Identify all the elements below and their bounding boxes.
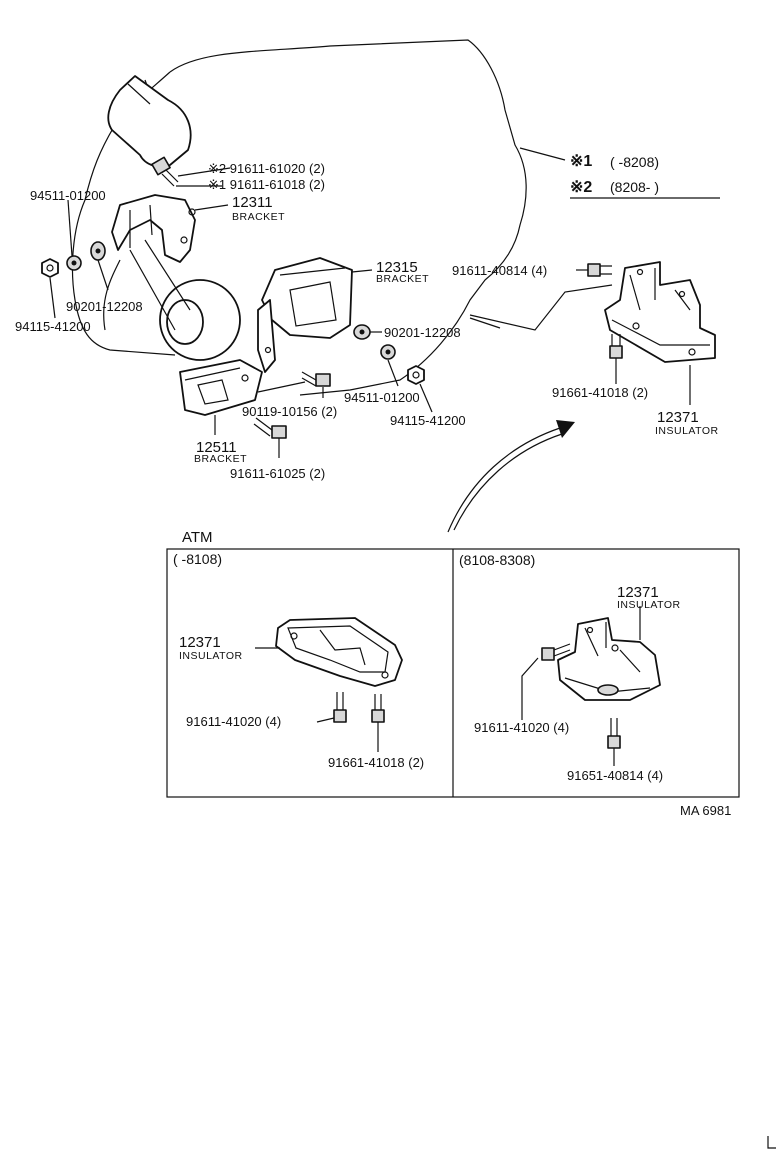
bolt-top — [151, 156, 231, 187]
label-washer-left: 94511-01200 — [30, 188, 106, 203]
atm-right-insulator — [557, 606, 661, 701]
atm-right-bolt-a — [521, 643, 571, 720]
atm-left-insulator — [255, 617, 403, 687]
legend: ※1 ( -8208) ※2 (8208- ) — [570, 153, 720, 199]
bracket-12311 — [111, 194, 229, 263]
label-bolt-top-1: ※2 91611-61020 (2) — [208, 161, 325, 176]
label-bolt-top-2: ※1 91611-61018 (2) — [208, 177, 325, 192]
label-bolt-right: 91611-40814 (4) — [452, 263, 547, 278]
atm-left-bolt-a — [316, 692, 347, 723]
label-bolt-right-low: 91661-41018 (2) — [552, 385, 648, 400]
label-insulator-right-num: 12371 — [657, 409, 699, 426]
bracket-12315 — [257, 257, 373, 373]
label-washer-mid2: 94511-01200 — [344, 390, 420, 405]
nut-left — [41, 258, 59, 319]
atm-right-insulator-name: INSULATOR — [617, 599, 681, 611]
bolt-low — [253, 417, 287, 458]
label-bracket-left-name: BRACKET — [232, 211, 285, 223]
curved-arrow — [447, 420, 575, 533]
bolt-right — [576, 263, 612, 277]
washer-mid — [353, 324, 382, 340]
washer-left — [66, 199, 82, 271]
label-insulator-right-name: INSULATOR — [655, 425, 719, 437]
label-nut-left: 94115-41200 — [15, 319, 91, 334]
bracket-12511 — [179, 359, 306, 435]
atm-left-bolt-b — [371, 694, 385, 752]
atm-right-range: (8108-8308) — [459, 552, 535, 568]
atm-left-bolt-b-label: 91661-41018 (2) — [328, 755, 424, 770]
insulator-right — [604, 261, 716, 363]
washer-mid2 — [380, 344, 399, 387]
label-washer-mid: 90201-12208 — [384, 325, 461, 340]
note2-mark: ※2 — [570, 179, 592, 196]
atm-left-range: ( -8108) — [173, 551, 222, 567]
label-bracket-mid-num: 12315 — [376, 259, 418, 276]
note2-range: (8208- ) — [610, 179, 659, 195]
atm-right-insulator-num: 12371 — [617, 584, 659, 601]
corner-mark — [767, 1136, 776, 1149]
transmission-body — [103, 239, 241, 361]
label-bracket-mid-name: BRACKET — [376, 273, 429, 285]
atm-right-bolt-b-label: 91651-40814 (4) — [567, 768, 663, 783]
note1-range: ( -8208) — [610, 154, 659, 170]
label-bracket-low-name: BRACKET — [194, 453, 247, 465]
atm-title: ATM — [182, 529, 213, 546]
atm-right-bolt-b — [607, 718, 621, 766]
label-bracket-left-num: 12311 — [232, 194, 273, 211]
drawing-code: MA 6981 — [680, 803, 731, 818]
atm-left-insulator-name: INSULATOR — [179, 650, 243, 662]
atm-right-bolt-a-label: 91611-41020 (4) — [474, 720, 569, 735]
atm-left-bolt-a-label: 91611-41020 (4) — [186, 714, 281, 729]
label-bracket-low-num: 12511 — [196, 439, 237, 456]
bolt-right-low — [609, 334, 623, 384]
note1-mark: ※1 — [570, 153, 592, 170]
atm-left-insulator-num: 12371 — [179, 634, 221, 651]
label-nut-mid: 94115-41200 — [390, 413, 466, 428]
atm-box: ATM ( -8108) 12371 INSULATOR 91611-41020… — [166, 529, 740, 798]
nut-washer-left — [90, 241, 109, 291]
nut-mid — [407, 365, 433, 413]
bolt-mid — [301, 371, 331, 398]
exhaust-elbow — [107, 75, 192, 168]
label-bolt-mid: 90119-10156 (2) — [242, 404, 337, 419]
label-bolt-low: 91611-61025 (2) — [230, 466, 325, 481]
label-nut-washer-left: 90201-12208 — [66, 299, 143, 314]
